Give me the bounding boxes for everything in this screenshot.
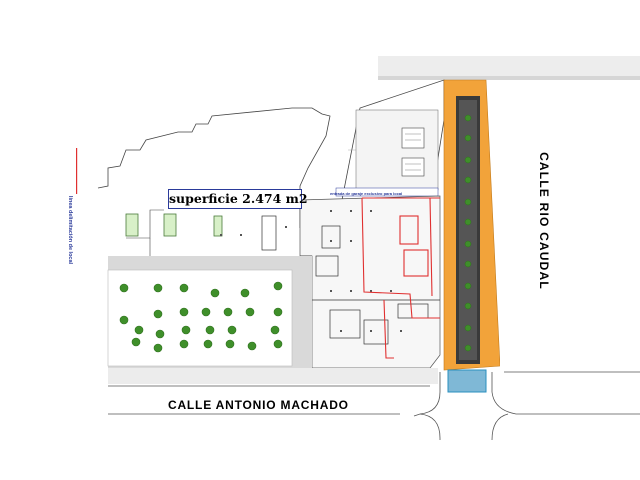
legend-label: línea delimitación de local — [67, 195, 73, 265]
street-label-rio-caudal: CALLE RIO CAUDAL — [537, 152, 551, 290]
stair-2 — [401, 157, 425, 177]
stair-1 — [401, 127, 425, 149]
plaza-footer — [108, 368, 438, 384]
structural-grid — [220, 210, 402, 332]
tree-strip-inner — [459, 100, 477, 360]
car-icons — [125, 213, 223, 237]
trees — [119, 281, 283, 353]
upper-block — [355, 109, 439, 191]
road-right — [500, 80, 640, 380]
building-floor — [299, 195, 441, 369]
left-edge-line — [76, 148, 78, 194]
top-paving-strip — [378, 76, 640, 80]
garage-strip — [335, 187, 439, 197]
plaza-inner — [107, 269, 293, 367]
street-trees — [464, 114, 472, 352]
garage-note: entrada de garaje exclusivo para local — [330, 191, 403, 196]
crossing — [447, 369, 487, 393]
street-label-antonio-machado: CALLE ANTONIO MACHADO — [168, 398, 349, 412]
area-label: superficie 2.474 m2 — [168, 189, 308, 209]
delimitation-boundary — [361, 197, 440, 359]
curbs — [108, 371, 640, 441]
site-outline — [97, 107, 331, 228]
